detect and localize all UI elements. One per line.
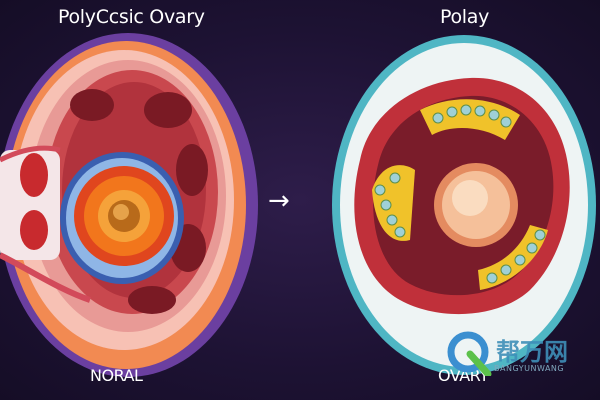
watermark-logo-icon [447,331,492,378]
right-title: Polay [440,6,490,28]
right-ovary [332,35,596,375]
transition-arrow: → [268,186,290,216]
left-caption: NORAL [90,366,143,385]
left-title: PolyCcsic Ovary [58,6,205,28]
watermark-logo-text: 帮万网 [496,338,568,366]
watermark-sub-text: BANGYUNWANG [494,364,565,373]
left-ovary [0,33,258,377]
watermark: 帮万网 BANGYUNWANG [446,330,596,380]
